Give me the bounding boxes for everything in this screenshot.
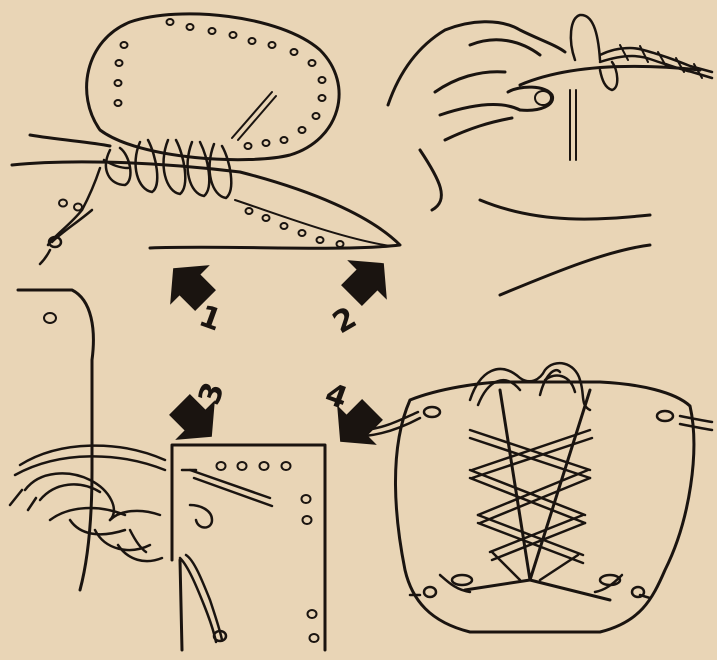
leather-lacing-diagram: 1 2 3 4 (0, 0, 717, 656)
diagram-canvas: 1 2 3 4 (0, 0, 717, 656)
